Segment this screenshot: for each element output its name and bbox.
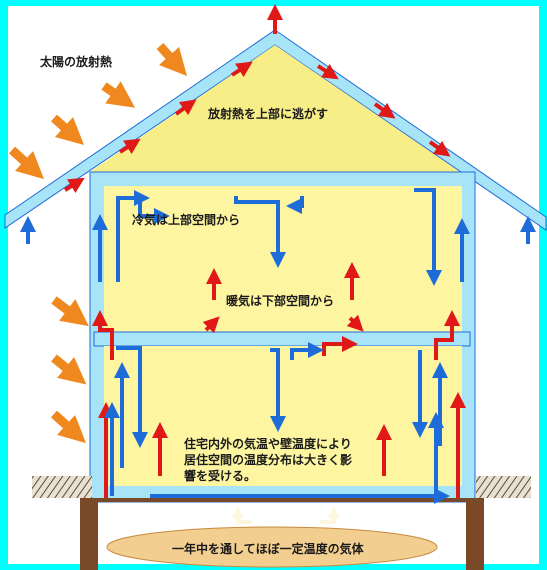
- foundation-post-right: [466, 498, 484, 570]
- warm-air-label: 暖気は下部空間から: [226, 294, 335, 308]
- middle-floor: [93, 331, 471, 347]
- attic-space: [90, 45, 460, 172]
- orange-arrow-icon: [8, 42, 188, 444]
- foundation-beam: [98, 498, 466, 502]
- red-arrow-icon: [63, 4, 466, 498]
- ground-right: [476, 476, 531, 498]
- cool-air-label: 冷気は上部空間から: [132, 213, 241, 227]
- ground-air-ellipse: [106, 526, 438, 568]
- note-line-1: 住宅内外の気温や壁温度により: [184, 437, 352, 451]
- blue-arrow-icon: [20, 188, 536, 504]
- solar-radiation-label: 太陽の放射熱: [40, 55, 113, 69]
- cream-arrow-icon: [232, 506, 340, 524]
- release-radiation-label: 放射熱を上部に逃がす: [208, 107, 329, 121]
- ground-air-label: 一年中を通してほぼ一定温度の気体: [172, 542, 364, 556]
- upper-room: [104, 186, 462, 332]
- note-line-2: 居住空間の温度分布は大きく影: [184, 453, 353, 467]
- foundation-post-left: [80, 498, 98, 570]
- note-line-3: 響を受ける。: [184, 469, 257, 483]
- ground-left: [32, 476, 92, 498]
